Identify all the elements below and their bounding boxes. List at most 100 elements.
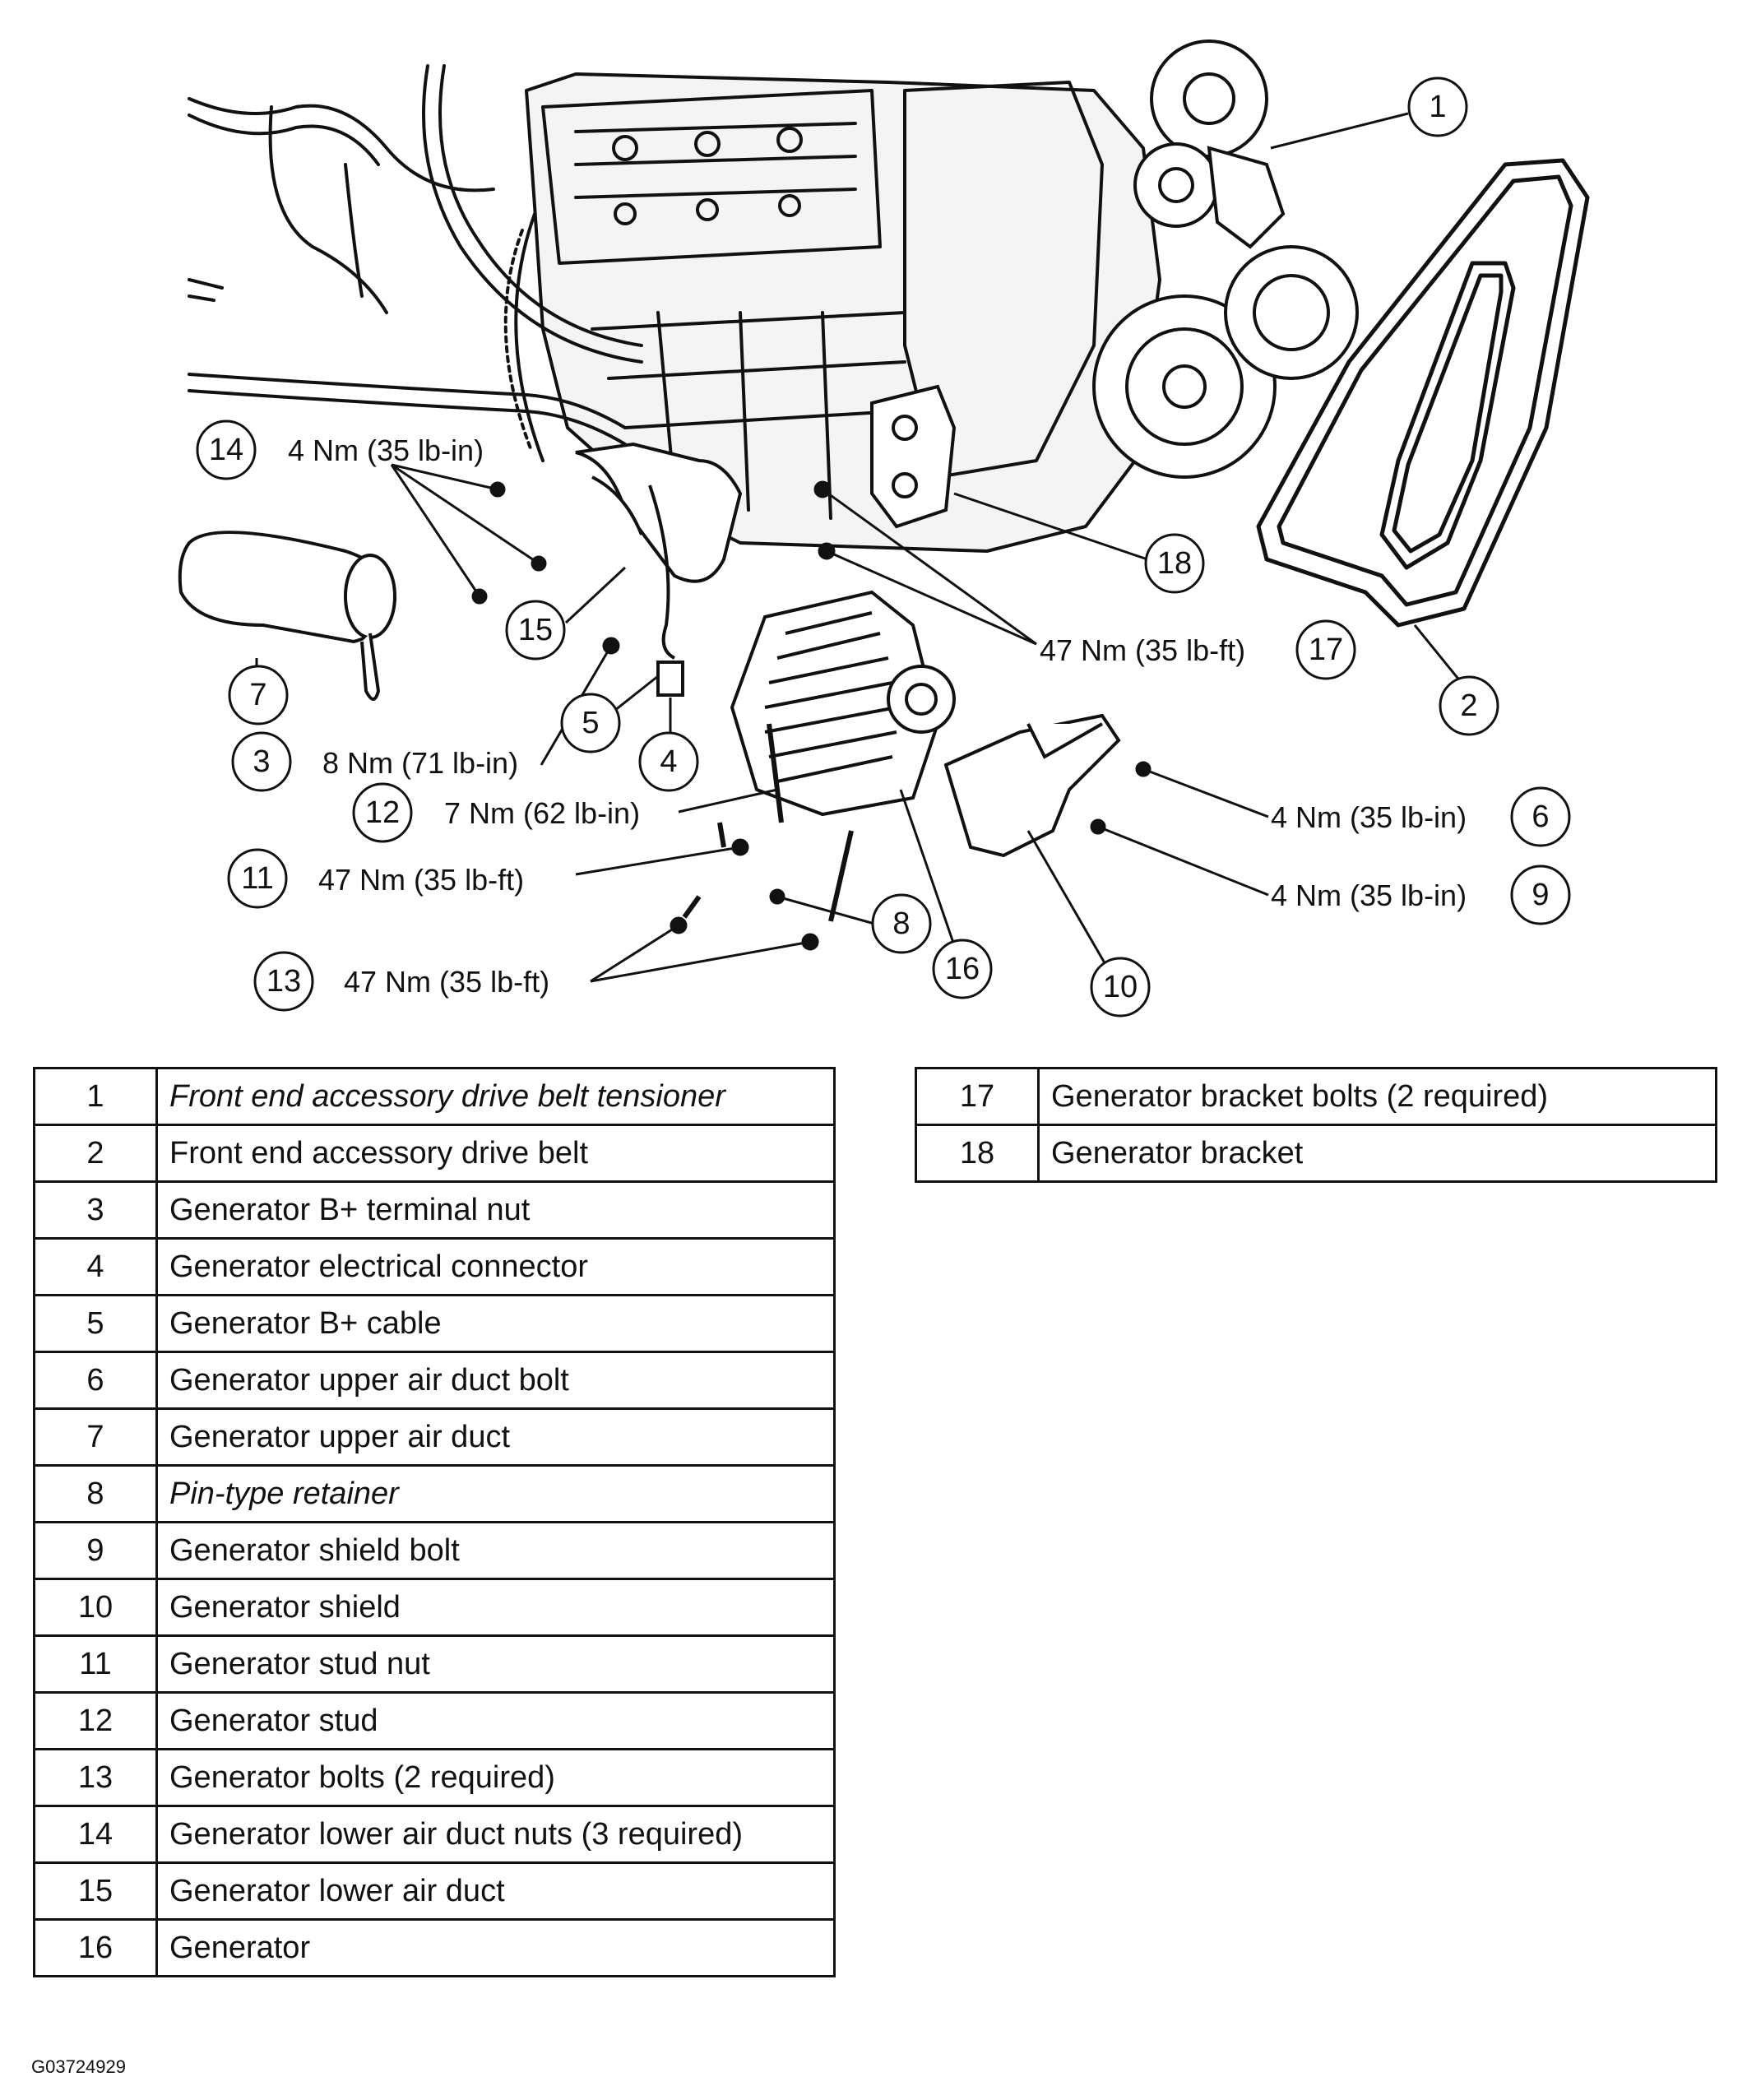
callout-10: 10: [1090, 957, 1151, 1018]
callout-6: 6 4 Nm (35 lb-in): [1271, 786, 1571, 847]
svg-text:7: 7: [249, 678, 266, 712]
part-number: 2: [33, 1124, 158, 1183]
part-number: 9: [33, 1521, 158, 1580]
generator-bracket-illustration: [870, 384, 957, 529]
part-description: Front end accessory drive belt: [155, 1124, 836, 1183]
part-description: Pin-type retainer: [155, 1464, 836, 1523]
svg-text:6: 6: [1532, 800, 1549, 834]
callout-7: 7: [228, 665, 289, 725]
callout-14: 14 4 Nm (35 lb-in): [196, 420, 484, 480]
torque-6: 4 Nm (35 lb-in): [1271, 800, 1467, 834]
leader-lines: [255, 112, 1470, 988]
callout-5: 5: [560, 693, 621, 753]
engine-block-illustration: [503, 72, 1161, 553]
svg-text:8: 8: [892, 906, 910, 941]
part-number: 15: [33, 1861, 158, 1921]
torque-13: 47 Nm (35 lb-ft): [344, 965, 549, 999]
part-number: 6: [33, 1351, 158, 1410]
part-number: 3: [33, 1180, 158, 1240]
svg-text:13: 13: [266, 964, 301, 999]
callout-9: 9 4 Nm (35 lb-in): [1271, 865, 1571, 925]
generator-shield-illustration: [943, 713, 1121, 858]
part-description: Generator B+ cable: [155, 1294, 836, 1353]
torque-12: 7 Nm (62 lb-in): [444, 796, 640, 830]
part-number: 10: [33, 1578, 158, 1637]
torque-3: 8 Nm (71 lb-in): [322, 746, 518, 780]
part-number: 7: [33, 1407, 158, 1467]
svg-text:4: 4: [660, 744, 677, 779]
callout-3: 3 8 Nm (71 lb-in): [231, 731, 518, 792]
part-description: Generator electrical connector: [155, 1237, 836, 1296]
part-description: Generator lower air duct nuts (3 require…: [155, 1805, 836, 1864]
callout-4: 4: [638, 731, 699, 792]
svg-text:11: 11: [241, 861, 273, 896]
part-description: Generator bolts (2 required): [155, 1748, 836, 1807]
part-description: Generator lower air duct: [155, 1861, 836, 1921]
callout-18: 18: [1144, 533, 1205, 594]
part-number: 13: [33, 1748, 158, 1807]
svg-text:16: 16: [945, 952, 980, 986]
svg-text:5: 5: [582, 706, 599, 740]
part-description: Generator upper air duct: [155, 1407, 836, 1467]
part-description: Generator bracket: [1037, 1124, 1717, 1183]
part-number: 17: [915, 1067, 1040, 1126]
callout-17: 17 47 Nm (35 lb-ft): [1040, 619, 1356, 680]
upper-air-duct-illustration: [178, 531, 397, 701]
callout-13: 13 47 Nm (35 lb-ft): [253, 951, 549, 1012]
svg-text:1: 1: [1429, 90, 1446, 124]
wiring-harness-illustration: [188, 64, 643, 446]
part-number: 18: [915, 1124, 1040, 1183]
svg-text:2: 2: [1460, 688, 1477, 723]
svg-text:12: 12: [365, 795, 400, 830]
engine-diagram: 1 2 3 8 Nm (71 lb-in) 4 5 6 4 Nm (35 lb-…: [178, 39, 1590, 1018]
part-description: Generator stud nut: [155, 1634, 836, 1694]
callout-8: 8: [871, 893, 932, 954]
svg-text:17: 17: [1309, 633, 1343, 667]
callout-12: 12 7 Nm (62 lb-in): [352, 782, 640, 843]
part-description: Generator shield: [155, 1578, 836, 1637]
part-number: 11: [33, 1634, 158, 1694]
part-number: 8: [33, 1464, 158, 1523]
part-number: 1: [33, 1067, 158, 1126]
generator-cable-illustration: [648, 484, 684, 697]
part-number: 4: [33, 1237, 158, 1296]
torque-14: 4 Nm (35 lb-in): [288, 433, 484, 467]
callout-15: 15: [505, 600, 566, 661]
part-description: Generator stud: [155, 1691, 836, 1750]
svg-text:9: 9: [1532, 878, 1549, 912]
part-description: Front end accessory drive belt tensioner: [155, 1067, 836, 1126]
part-number: 5: [33, 1294, 158, 1353]
torque-9: 4 Nm (35 lb-in): [1271, 878, 1467, 912]
figure-id: G03724929: [31, 2056, 126, 2077]
svg-text:10: 10: [1103, 970, 1138, 1004]
callout-11: 11 47 Nm (35 lb-ft): [227, 848, 524, 909]
callout-2: 2: [1439, 675, 1499, 736]
drive-belt-illustration: [1256, 158, 1590, 628]
callout-1: 1: [1407, 76, 1468, 137]
svg-text:15: 15: [518, 613, 553, 647]
svg-text:18: 18: [1157, 546, 1192, 581]
part-description: Generator bracket bolts (2 required): [1037, 1067, 1717, 1126]
callout-16: 16: [932, 939, 993, 999]
part-description: Generator upper air duct bolt: [155, 1351, 836, 1410]
pulley-assembly-illustration: [1092, 39, 1359, 479]
generator-illustration: [730, 590, 956, 817]
torque-17: 47 Nm (35 lb-ft): [1040, 633, 1245, 667]
part-number: 12: [33, 1691, 158, 1750]
part-number: 16: [33, 1918, 158, 1977]
